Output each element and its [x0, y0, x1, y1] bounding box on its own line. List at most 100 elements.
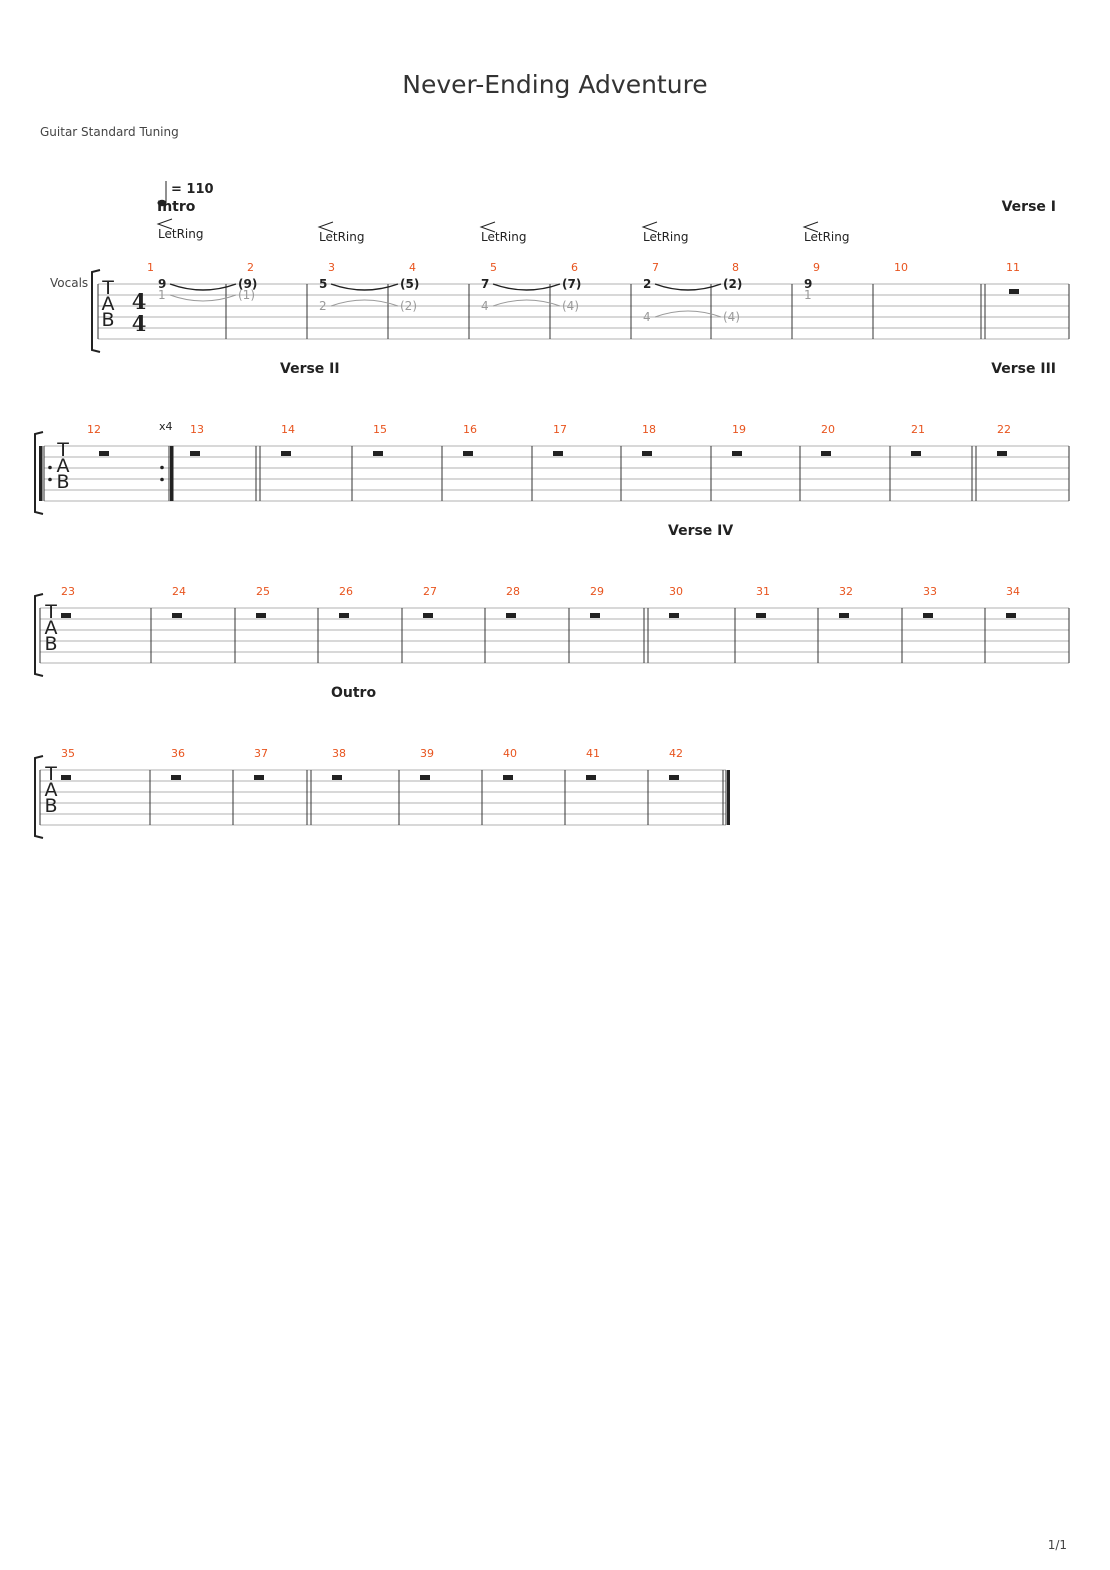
measure-number: 6	[571, 261, 578, 274]
measure-number: 29	[590, 585, 604, 598]
fret-number: (1)	[238, 288, 255, 302]
measure-number: 7	[652, 261, 659, 274]
measure-rest	[732, 451, 742, 456]
measure-rest	[642, 451, 652, 456]
measure-number: 27	[423, 585, 437, 598]
tie-arc	[169, 283, 237, 291]
tab-clef-letter: T	[44, 763, 57, 785]
fret-number: (2)	[723, 277, 742, 291]
fret-number: 9	[804, 277, 812, 291]
repeat-start-thick	[39, 446, 43, 501]
measure-rest	[420, 775, 430, 780]
measure-number: 19	[732, 423, 746, 436]
tab-clef-letter: A	[57, 455, 70, 477]
let-ring-hairpin	[802, 221, 819, 233]
tab-clef-letter: T	[44, 601, 57, 623]
measure-number: 13	[190, 423, 204, 436]
measure-number: 22	[997, 423, 1011, 436]
measure-number: 16	[463, 423, 477, 436]
measure-rest	[423, 613, 433, 618]
final-barline	[727, 770, 730, 825]
measure-number: 3	[328, 261, 335, 274]
measure-rest	[339, 613, 349, 618]
measure-number: 36	[171, 747, 185, 760]
measure-rest	[463, 451, 473, 456]
let-ring-hairpin	[479, 221, 496, 233]
measure-rest	[553, 451, 563, 456]
section-label: Outro	[331, 685, 376, 701]
measure-rest	[586, 775, 596, 780]
repeat-end-thick	[170, 446, 174, 501]
tab-clef-letter: B	[56, 471, 69, 493]
measure-number: 8	[732, 261, 739, 274]
measure-rest	[1009, 289, 1019, 294]
tempo-note-head	[157, 199, 167, 207]
page-number: 1/1	[1047, 1538, 1067, 1552]
time-signature-top: 4	[132, 289, 147, 314]
measure-rest	[254, 775, 264, 780]
let-ring-hairpin	[317, 221, 334, 233]
fret-number: (7)	[562, 277, 581, 291]
tab-clef-letter: B	[44, 633, 57, 655]
tie-arc	[492, 299, 561, 307]
let-ring-label: LetRing	[158, 227, 203, 241]
measure-rest	[923, 613, 933, 618]
fret-number: (4)	[562, 299, 579, 313]
fret-number: 1	[158, 288, 166, 302]
tie-arc	[169, 294, 237, 302]
measure-number: 42	[669, 747, 683, 760]
let-ring-label: LetRing	[804, 230, 849, 244]
measure-rest	[839, 613, 849, 618]
system-bracket	[34, 593, 44, 677]
measure-number: 14	[281, 423, 295, 436]
section-label: Verse II	[280, 361, 340, 377]
tempo-marking: = 110	[171, 182, 214, 197]
fret-number: (2)	[400, 299, 417, 313]
measure-number: 30	[669, 585, 683, 598]
repeat-dot	[48, 465, 52, 470]
measure-number: 21	[911, 423, 925, 436]
measure-rest	[172, 613, 182, 618]
time-signature-bottom: 4	[132, 311, 147, 336]
measure-rest	[99, 451, 109, 456]
fret-number: 9	[158, 277, 166, 291]
tie-arc	[330, 299, 399, 307]
tie-arc	[492, 283, 561, 291]
let-ring-label: LetRing	[643, 230, 688, 244]
fret-number: 2	[319, 299, 327, 313]
tab-clef-letter: T	[56, 439, 69, 461]
let-ring-label: LetRing	[481, 230, 526, 244]
tie-arc	[330, 283, 399, 291]
tuning-label: Guitar Standard Tuning	[40, 125, 179, 139]
fret-number: (9)	[238, 277, 257, 291]
measure-number: 40	[503, 747, 517, 760]
tie-arc	[654, 310, 722, 318]
tab-clef-letter: B	[44, 795, 57, 817]
measure-number: 37	[254, 747, 268, 760]
measure-rest	[590, 613, 600, 618]
measure-rest	[1006, 613, 1016, 618]
measure-number: 2	[247, 261, 254, 274]
section-label: Verse IV	[668, 523, 733, 539]
measure-number: 15	[373, 423, 387, 436]
measure-number: 35	[61, 747, 75, 760]
measure-rest	[171, 775, 181, 780]
measure-rest	[821, 451, 831, 456]
measure-rest	[669, 775, 679, 780]
tab-clef-letter: A	[45, 779, 58, 801]
tab-clef-letter: T	[101, 277, 114, 299]
measure-rest	[256, 613, 266, 618]
measure-number: 34	[1006, 585, 1020, 598]
measure-number: 33	[923, 585, 937, 598]
repeat-dot	[160, 477, 164, 482]
measure-rest	[756, 613, 766, 618]
repeat-dot	[48, 477, 52, 482]
measure-number: 41	[586, 747, 600, 760]
section-label: Verse I	[1002, 199, 1056, 215]
measure-number: 28	[506, 585, 520, 598]
section-label: Verse III	[991, 361, 1056, 377]
measure-number: 9	[813, 261, 820, 274]
measure-number: 17	[553, 423, 567, 436]
section-label: Intro	[157, 199, 196, 215]
